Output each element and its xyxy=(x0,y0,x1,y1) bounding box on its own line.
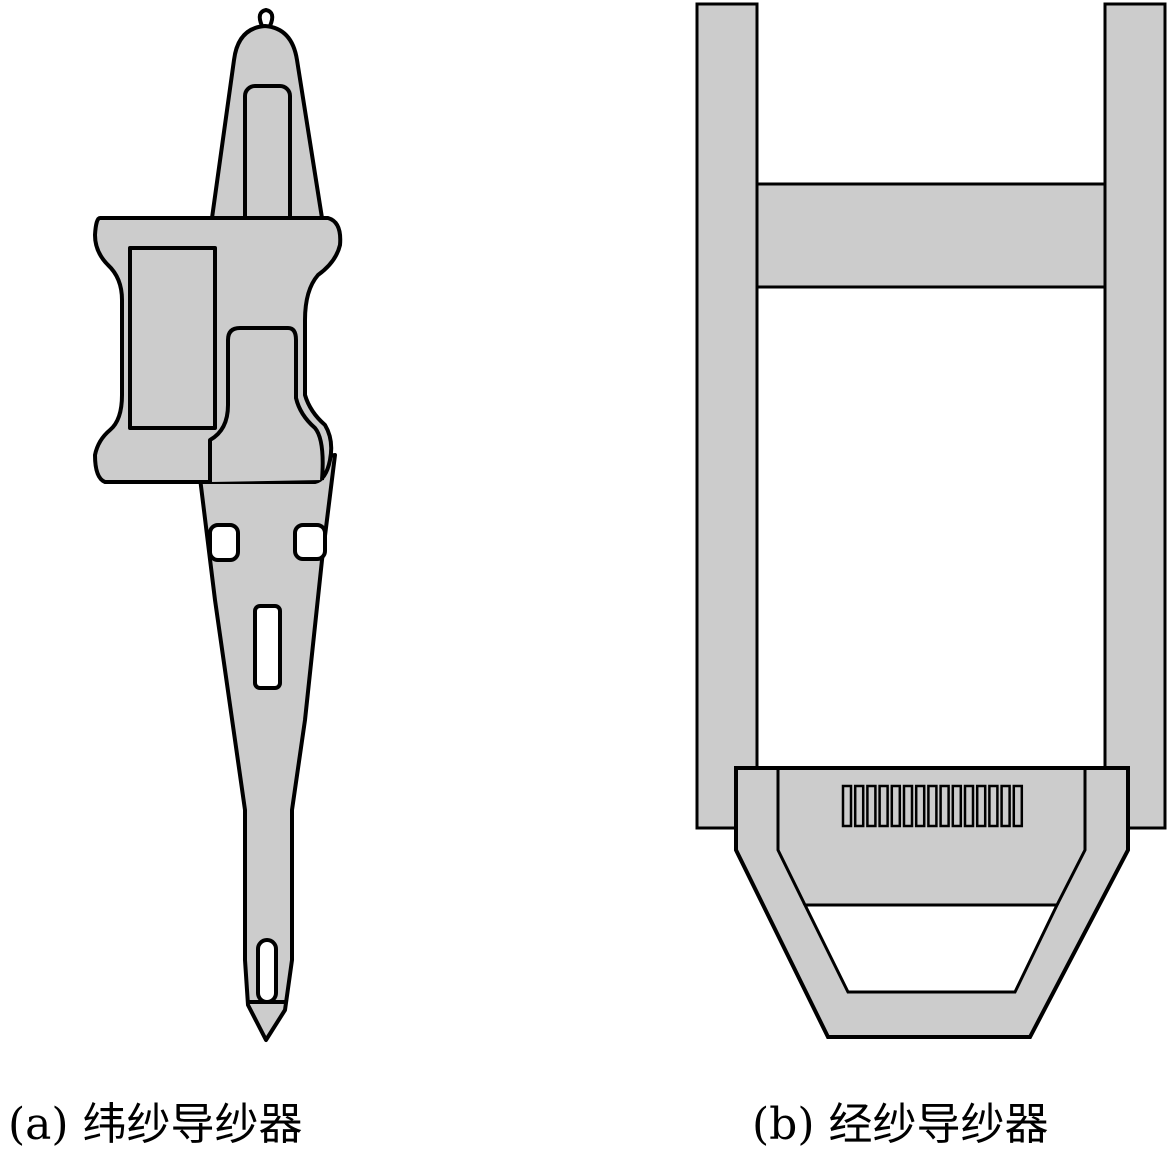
comb-slots xyxy=(841,784,1024,828)
guide-crossbar xyxy=(755,182,1107,289)
guide-hole-left xyxy=(208,523,240,562)
guide-bottom-inner-lines xyxy=(776,768,1087,906)
comb-slot xyxy=(975,784,987,828)
caption-a: (a) 纬纱导纱器 xyxy=(8,1099,303,1150)
caption-b: (b) 经纱导纱器 xyxy=(752,1099,1049,1150)
comb-slot xyxy=(890,784,902,828)
comb-slot xyxy=(927,784,938,828)
comb-slot xyxy=(878,784,889,828)
guide-left-pillar xyxy=(695,2,759,830)
guide-right-pillar xyxy=(1103,2,1167,830)
guide-eye-tip xyxy=(256,938,278,1004)
comb-slot xyxy=(914,784,926,828)
guide-taper-lower xyxy=(198,453,337,1042)
guide-body-window xyxy=(128,246,217,430)
comb-slot xyxy=(939,784,950,828)
guide-bottom-hole xyxy=(802,903,1060,994)
weft-yarn-guide xyxy=(93,8,343,1042)
guide-top-slot xyxy=(243,84,292,228)
guide-slot-middle xyxy=(253,604,282,690)
guide-hole-right xyxy=(293,523,327,561)
warp-yarn-guide xyxy=(695,2,1167,1039)
comb-slot xyxy=(902,784,914,828)
comb-slot xyxy=(1000,784,1011,828)
comb-slot xyxy=(853,784,865,828)
comb-slot xyxy=(988,784,999,828)
comb-slot xyxy=(1012,784,1024,828)
comb-slot xyxy=(951,784,963,828)
comb-slot xyxy=(866,784,877,828)
comb-slot xyxy=(963,784,975,828)
guide-raised-piece xyxy=(208,326,325,482)
comb-slot xyxy=(841,784,853,828)
guide-bottom-frame xyxy=(734,766,1130,1039)
guide-top-loop xyxy=(257,8,275,27)
